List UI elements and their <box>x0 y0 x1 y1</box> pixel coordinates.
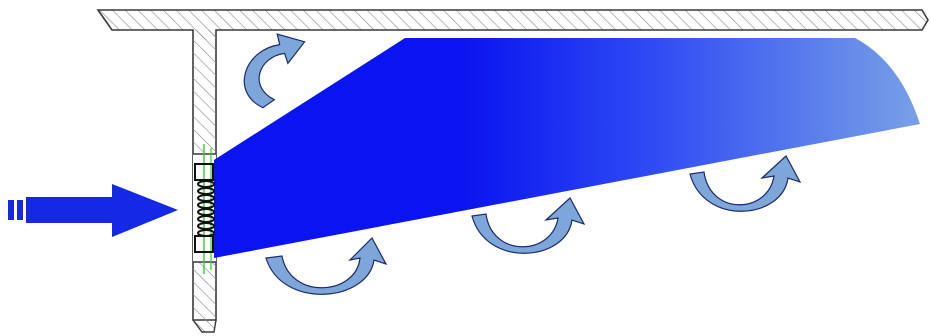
eddy-arrows <box>243 33 802 295</box>
right-arrow-icon <box>8 184 178 237</box>
air-jet-plume <box>214 38 920 258</box>
curved-arrow-icon <box>471 197 586 254</box>
curved-arrow-icon <box>265 237 388 295</box>
curved-arrow-icon <box>243 33 306 109</box>
diffuser-coil-loop <box>197 229 215 237</box>
diffuser-nozzle <box>194 144 215 274</box>
curved-arrow-icon <box>689 155 802 212</box>
